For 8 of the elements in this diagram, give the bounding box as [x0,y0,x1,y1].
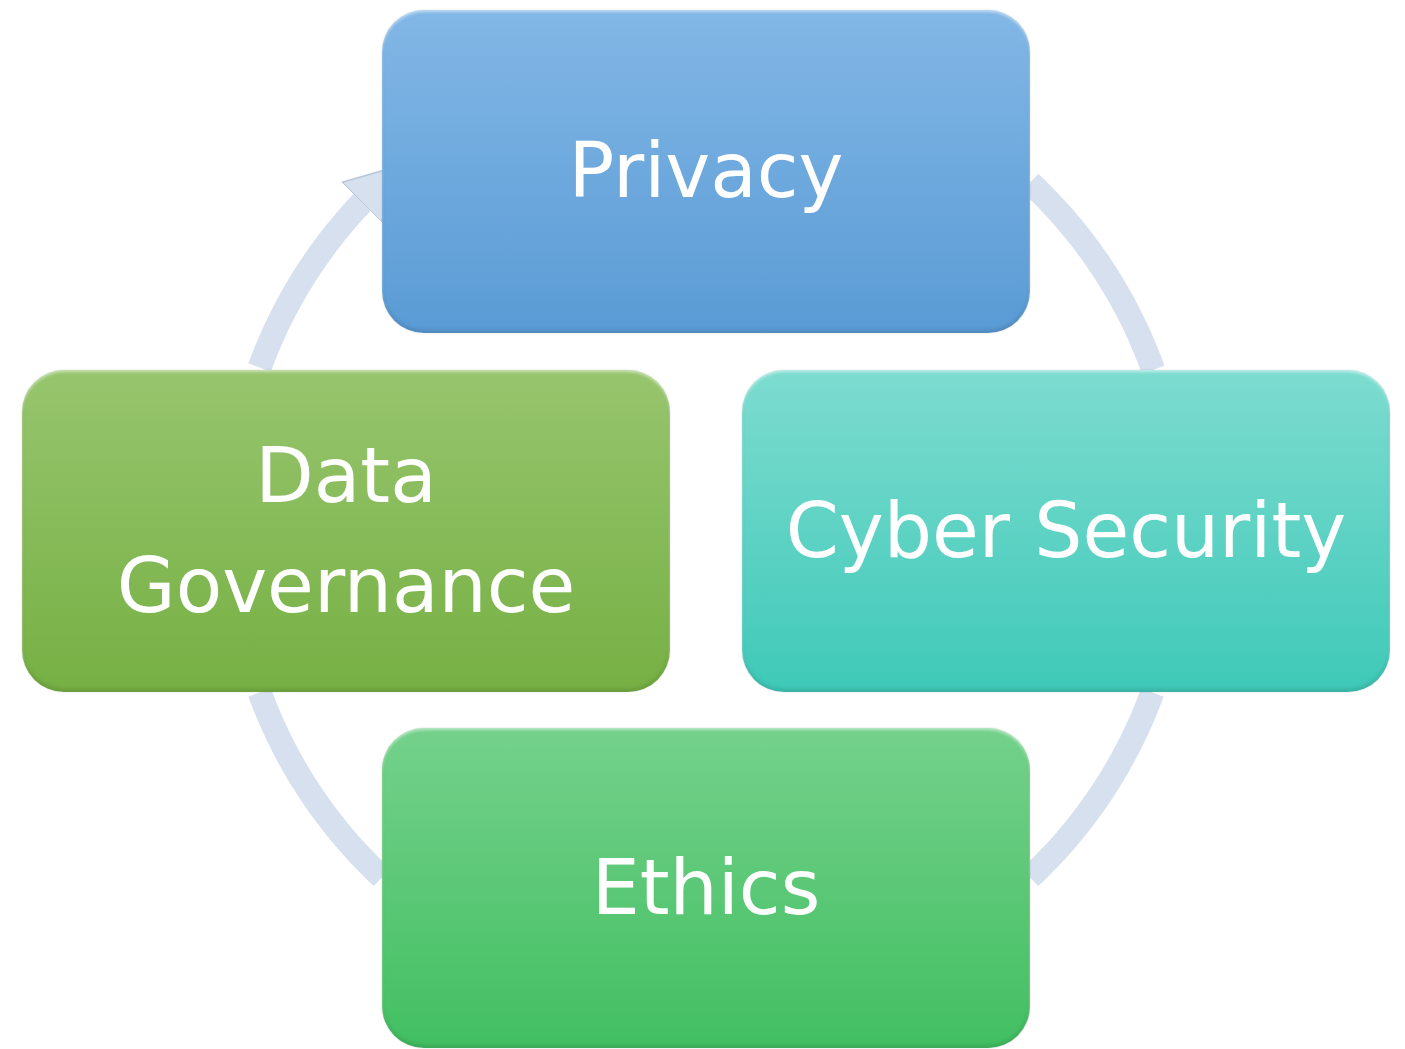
process-box [382,10,1030,333]
box-label: Data Governance [115,429,577,632]
box-label: Ethics [590,841,822,934]
process-box [382,728,1030,1048]
process-box [742,370,1390,692]
box-label: Privacy [567,125,845,218]
box-label: Cyber Security [784,484,1348,577]
process-box [22,370,670,692]
